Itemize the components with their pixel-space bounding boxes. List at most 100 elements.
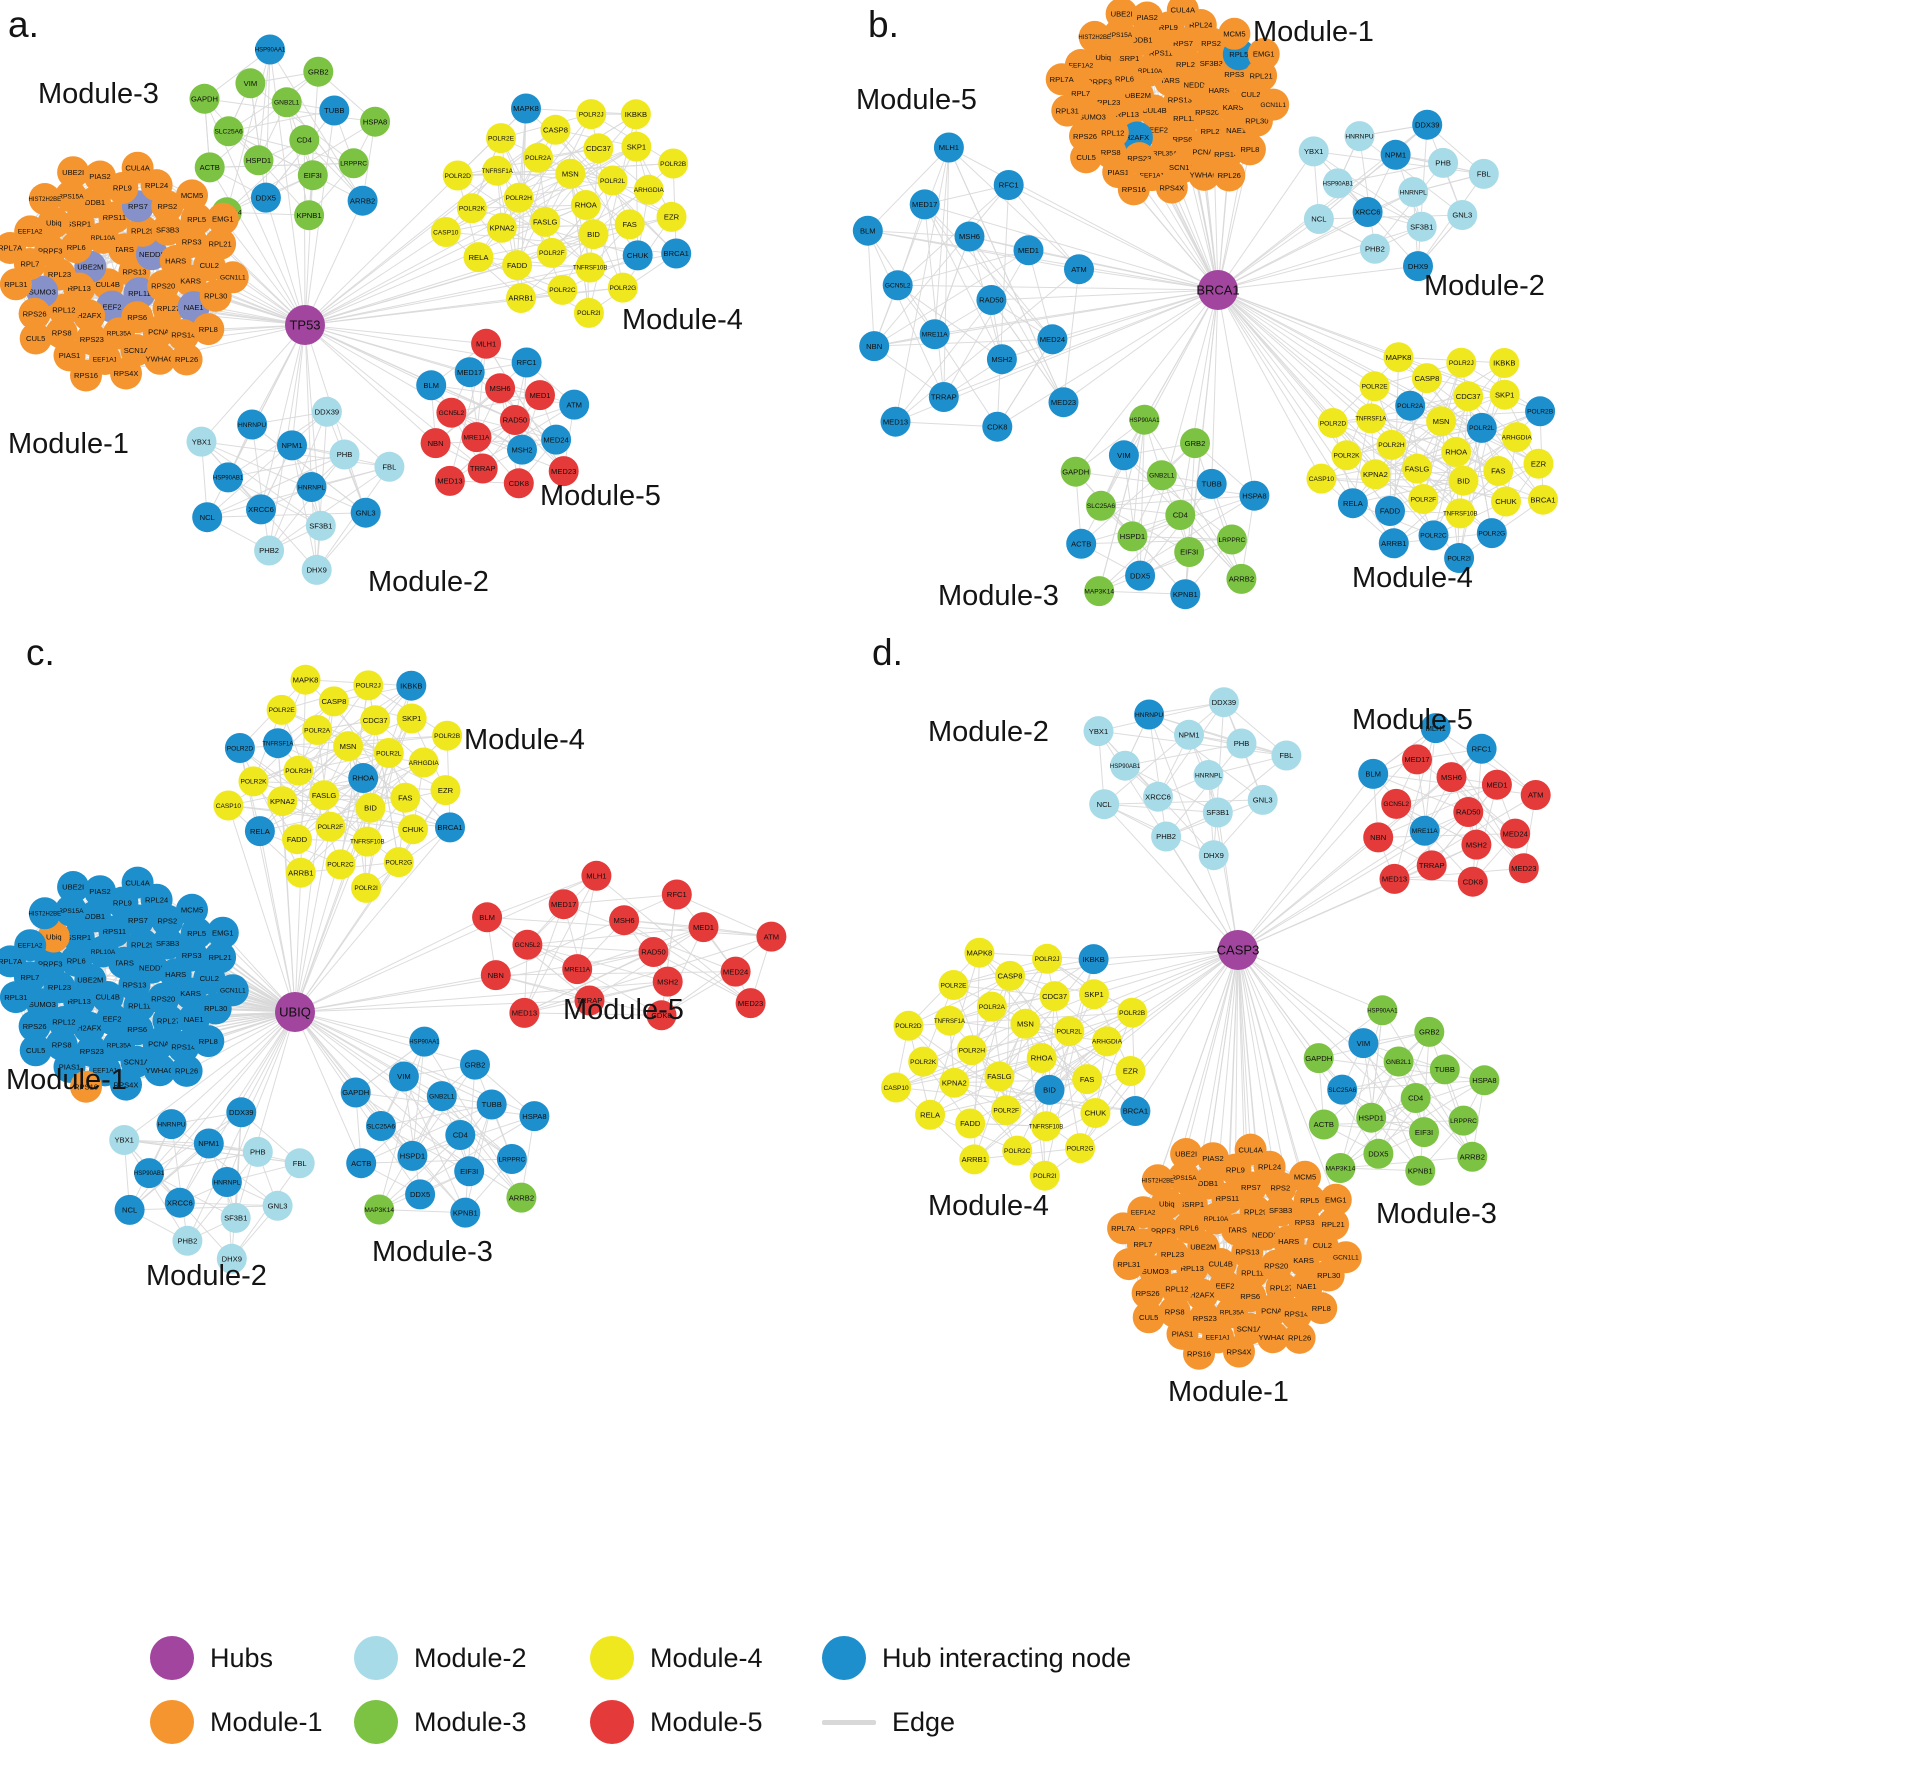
node-GRB2[interactable]: GRB2 (1180, 428, 1210, 459)
node-MLH1[interactable]: MLH1 (471, 328, 502, 359)
node-RPL26[interactable]: RPL26 (1213, 159, 1246, 192)
node-DHX9[interactable]: DHX9 (301, 554, 332, 585)
node-SF3B1[interactable]: SF3B1 (1202, 797, 1233, 828)
node-GNB2L1[interactable]: GNB2L1 (1383, 1046, 1414, 1077)
node-MRE11A[interactable]: MRE11A (919, 319, 950, 350)
node-DDX5[interactable]: DDX5 (405, 1179, 436, 1210)
node-RAD50[interactable]: RAD50 (976, 285, 1007, 315)
node-NPM1[interactable]: NPM1 (1174, 719, 1204, 750)
node-HNRNPU[interactable]: HNRNPU (1344, 121, 1375, 152)
node-MED1[interactable]: MED1 (1013, 235, 1044, 266)
node-MED23[interactable]: MED23 (1048, 387, 1079, 418)
node-ARRB1[interactable]: ARRB1 (285, 857, 316, 888)
node-RELA[interactable]: RELA (915, 1099, 946, 1130)
node-FBL[interactable]: FBL (1271, 740, 1302, 771)
node-KPNB1[interactable]: KPNB1 (450, 1197, 481, 1228)
node-RELA[interactable]: RELA (463, 242, 494, 273)
node-MRE11A[interactable]: MRE11A (562, 954, 593, 985)
node-POLR2G[interactable]: POLR2G (383, 847, 414, 878)
node-MSH6[interactable]: MSH6 (1436, 762, 1467, 793)
node-UBE2I[interactable]: UBE2I (57, 871, 90, 903)
node-POLR2D[interactable]: POLR2D (893, 1010, 924, 1041)
node-POLR2F[interactable]: POLR2F (991, 1095, 1022, 1126)
node-MAP3K14[interactable]: MAP3K14 (1325, 1153, 1356, 1183)
node-GAPDH[interactable]: GAPDH (1060, 456, 1091, 487)
node-UBE2I[interactable]: UBE2I (1170, 1138, 1203, 1170)
node-RHOA[interactable]: RHOA (348, 763, 379, 793)
node-CASP10[interactable]: CASP10 (430, 217, 461, 247)
node-RAD50[interactable]: RAD50 (1453, 797, 1484, 827)
node-RPS4X[interactable]: RPS4X (1223, 1335, 1255, 1368)
node-NBN[interactable]: NBN (480, 960, 511, 991)
node-DDX39[interactable]: DDX39 (1208, 687, 1239, 718)
node-EZR[interactable]: EZR (1523, 448, 1554, 479)
node-POLR2B[interactable]: POLR2B (432, 720, 463, 751)
node-RPL31[interactable]: RPL31 (0, 268, 32, 301)
node-ARHGDIA[interactable]: ARHGDIA (634, 174, 665, 205)
node-EZR[interactable]: EZR (430, 775, 461, 806)
node-BLM[interactable]: BLM (1358, 758, 1389, 789)
node-MSH6[interactable]: MSH6 (954, 221, 985, 252)
node-XRCC6[interactable]: XRCC6 (1143, 781, 1173, 812)
node-TUBB[interactable]: TUBB (476, 1089, 507, 1120)
node-VIM[interactable]: VIM (388, 1061, 419, 1092)
node-POLR2C[interactable]: POLR2C (1418, 520, 1449, 551)
node-CUL5[interactable]: CUL5 (19, 322, 52, 355)
node-TUBB[interactable]: TUBB (1196, 468, 1227, 499)
node-RPS16[interactable]: RPS16 (70, 359, 102, 392)
node-RPL31[interactable]: RPL31 (0, 981, 32, 1014)
node-FADD[interactable]: FADD (1375, 496, 1405, 526)
node-MSH2[interactable]: MSH2 (507, 434, 537, 465)
node-MED1[interactable]: MED1 (688, 912, 719, 943)
node-MED23[interactable]: MED23 (1508, 853, 1539, 884)
node-MSH2[interactable]: MSH2 (652, 966, 683, 997)
node-FBL[interactable]: FBL (1468, 158, 1499, 189)
node-MCM5[interactable]: MCM5 (1218, 17, 1251, 50)
node-ARHGDIA[interactable]: ARHGDIA (1502, 422, 1533, 453)
node-ATM[interactable]: ATM (1064, 254, 1094, 285)
node-FAS[interactable]: FAS (390, 782, 421, 813)
node-BID[interactable]: BID (1448, 465, 1479, 496)
node-MAPK8[interactable]: MAPK8 (511, 93, 541, 124)
node-IKBKB[interactable]: IKBKB (1489, 348, 1520, 378)
node-FASLG[interactable]: FASLG (530, 206, 561, 237)
node-IKBKB[interactable]: IKBKB (396, 670, 427, 701)
node-CD4[interactable]: CD4 (289, 125, 320, 155)
node-IKBKB[interactable]: IKBKB (620, 99, 651, 130)
node-POLR2B[interactable]: POLR2B (658, 148, 689, 179)
node-XRCC6[interactable]: XRCC6 (1352, 197, 1383, 227)
node-KPNA2[interactable]: KPNA2 (1360, 459, 1391, 490)
node-TNFRSF1A[interactable]: TNFRSF1A (482, 155, 513, 186)
node-BID[interactable]: BID (578, 219, 609, 250)
node-FAS[interactable]: FAS (614, 209, 645, 240)
node-POLR2J[interactable]: POLR2J (353, 670, 384, 701)
node-ARRB1[interactable]: ARRB1 (959, 1144, 990, 1175)
node-HSP90AA1[interactable]: HSP90AA1 (409, 1026, 440, 1057)
node-UBE2I[interactable]: UBE2I (57, 156, 90, 189)
node-BRCA1[interactable]: BRCA1 (661, 238, 692, 269)
node-HSP90AA1[interactable]: HSP90AA1 (1367, 995, 1398, 1026)
node-MSN[interactable]: MSN (555, 158, 586, 189)
node-ATM[interactable]: ATM (559, 389, 590, 420)
node-GAPDH[interactable]: GAPDH (340, 1077, 371, 1108)
node-NBN[interactable]: NBN (859, 331, 890, 362)
node-GCN1L1[interactable]: GCN1L1 (216, 974, 249, 1007)
node-MSH6[interactable]: MSH6 (485, 373, 516, 404)
node-NCL[interactable]: NCL (1303, 204, 1334, 234)
node-POLR2L[interactable]: POLR2L (1054, 1016, 1085, 1047)
node-MSN[interactable]: MSN (1426, 406, 1457, 437)
node-RPL8[interactable]: RPL8 (192, 313, 225, 346)
node-MED24[interactable]: MED24 (541, 424, 572, 455)
node-ATM[interactable]: ATM (756, 921, 787, 952)
node-SLC25A6[interactable]: SLC25A6 (1327, 1074, 1358, 1105)
node-PHB[interactable]: PHB (329, 439, 360, 470)
node-POLR2G[interactable]: POLR2G (607, 272, 638, 303)
node-ACTB[interactable]: ACTB (194, 152, 225, 183)
node-YBX1[interactable]: YBX1 (1083, 716, 1114, 747)
node-RPL26[interactable]: RPL26 (1283, 1321, 1316, 1354)
node-HSPA8[interactable]: HSPA8 (1239, 480, 1270, 511)
node-GRB2[interactable]: GRB2 (1414, 1016, 1445, 1047)
node-BRCA1[interactable]: BRCA1 (1528, 484, 1558, 515)
node-GRB2[interactable]: GRB2 (460, 1049, 490, 1080)
node-RHOA[interactable]: RHOA (1026, 1043, 1057, 1073)
